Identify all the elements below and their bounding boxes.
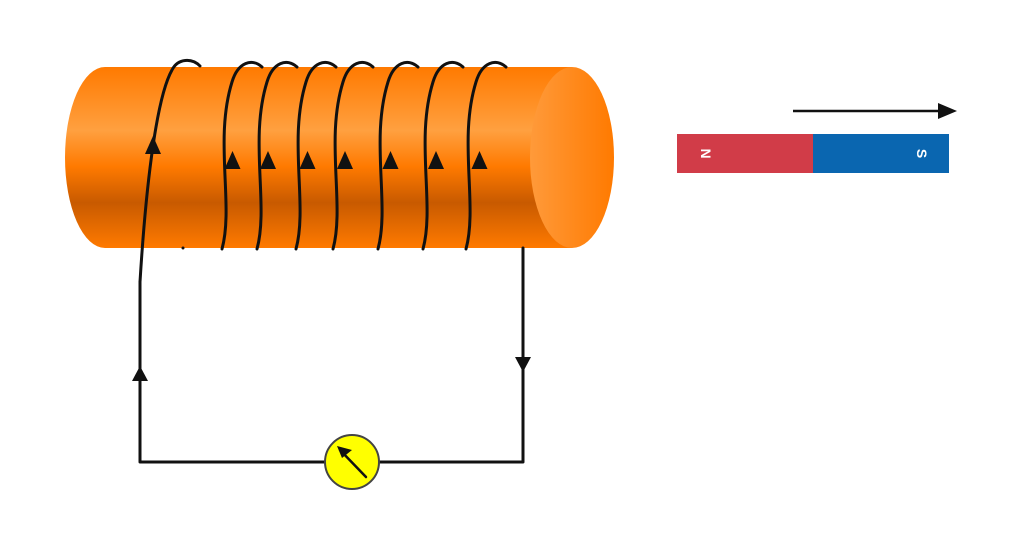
galvanometer — [324, 434, 380, 490]
magnet-south-label: S — [914, 149, 930, 158]
coil-turn-2-current-arrow — [224, 151, 241, 169]
coil-turn-2 — [220, 61, 264, 251]
coil-turn-1 — [138, 59, 202, 284]
coil-turn-3 — [255, 61, 299, 251]
magnet-north-pole — [677, 134, 813, 173]
core-cylinder-end-cap — [530, 67, 614, 248]
coil-turns — [138, 59, 508, 284]
core-cylinder-body — [65, 67, 572, 248]
right-lead-current-arrow — [515, 357, 531, 372]
coil-turn-1-current-arrow — [145, 136, 161, 154]
coil-turn-4 — [294, 61, 338, 251]
coil-turn-4-current-arrow — [299, 151, 316, 169]
left-lead-wire — [138, 280, 328, 464]
coil-turn-8 — [464, 61, 508, 251]
coil-turn-7-current-arrow — [428, 151, 444, 169]
magnet-north-label: N — [698, 148, 714, 158]
coil-turn-7 — [421, 61, 465, 251]
coil-core — [65, 67, 614, 248]
needle-arrow-head — [337, 446, 352, 458]
left-lead-current-arrow — [132, 366, 148, 381]
coil-turn-5 — [331, 61, 375, 251]
bar-magnet: N S — [677, 134, 949, 173]
coil-turn-5-current-arrow — [337, 151, 353, 169]
arrow-right-icon — [793, 103, 957, 119]
coil-turn-3-current-arrow — [260, 151, 276, 169]
magnet-south-pole — [813, 134, 949, 173]
circuit-wiring — [132, 246, 531, 464]
right-lead-wire — [377, 246, 525, 464]
coil-turn-6-current-arrow — [382, 151, 399, 169]
coil-turn-6 — [376, 61, 420, 251]
coil-turn-8-current-arrow — [471, 151, 488, 169]
